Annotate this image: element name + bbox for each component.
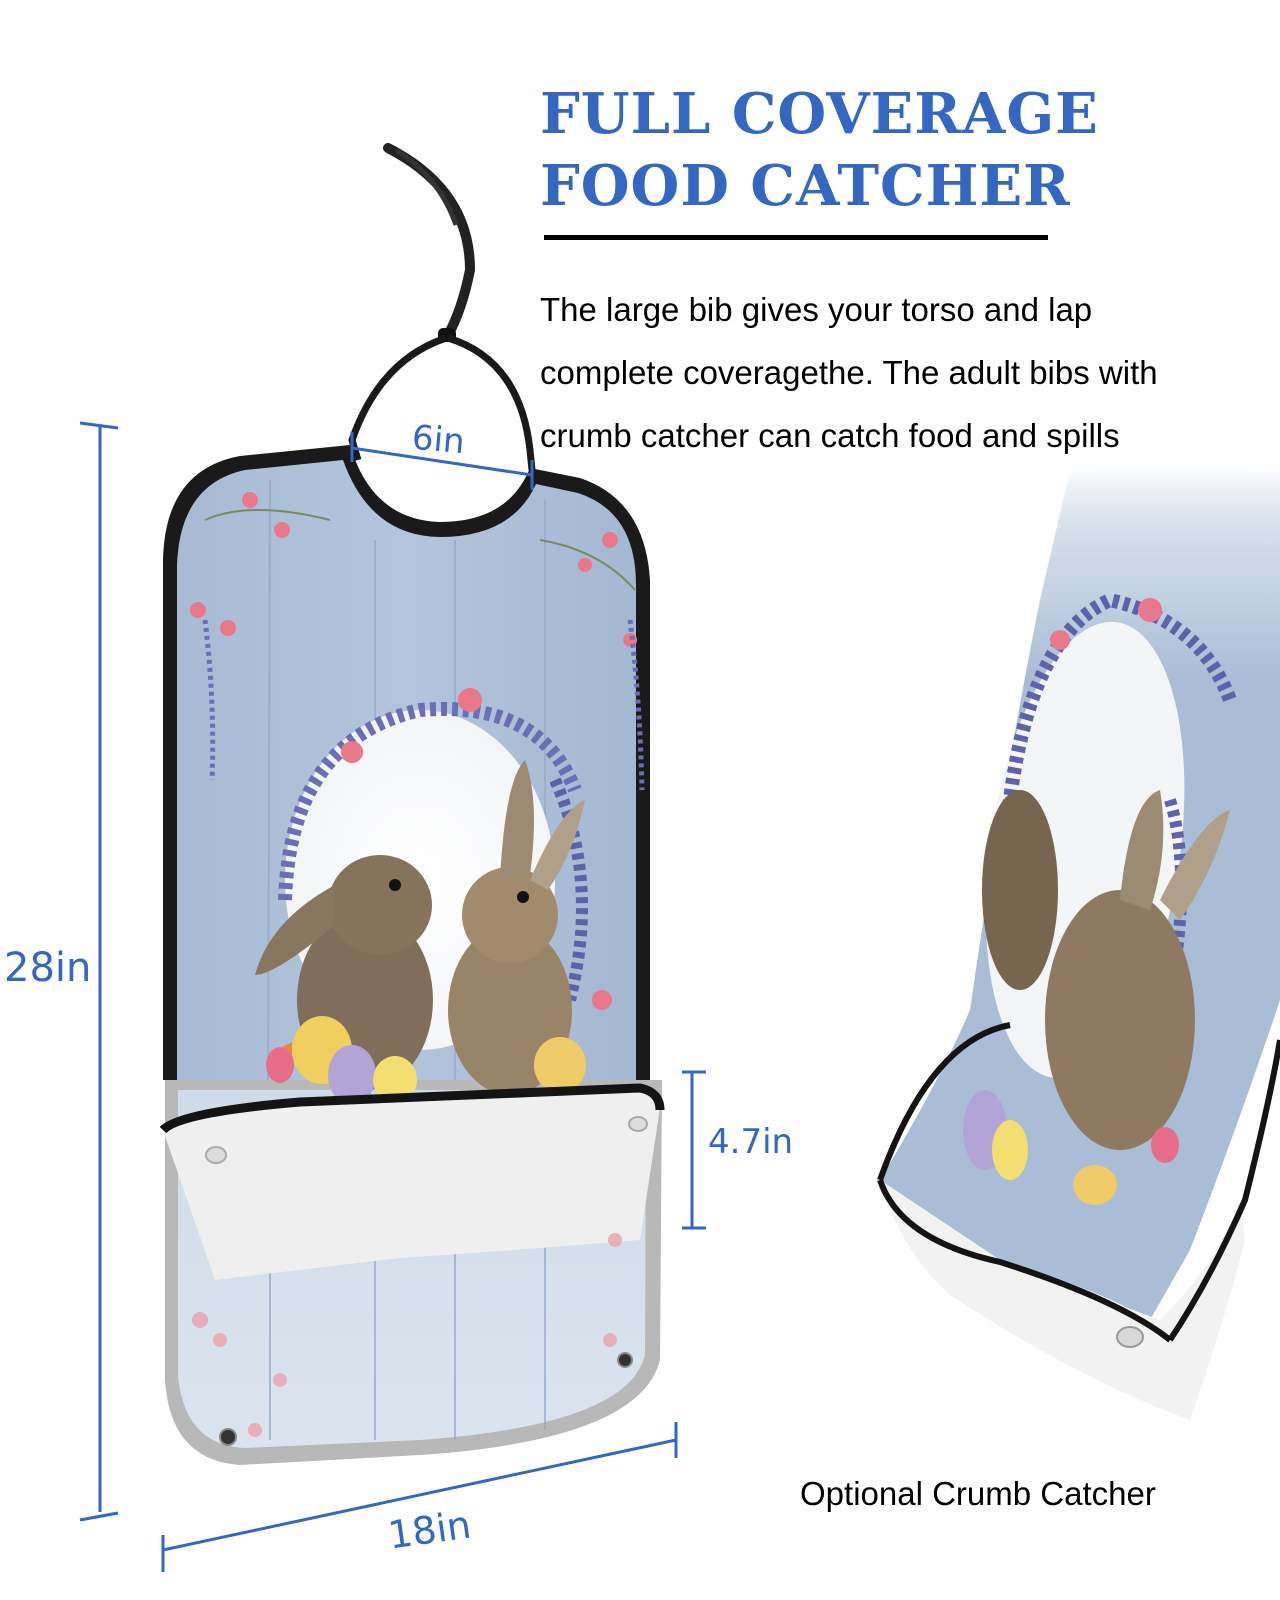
- crumb-pocket: [163, 1088, 660, 1280]
- easter-egg-icon: [373, 1056, 417, 1104]
- easter-egg-icon: [328, 1045, 376, 1105]
- width-dimension-line: [162, 1438, 677, 1552]
- flower-icon: [1138, 598, 1162, 622]
- lavender-wreath: [278, 702, 582, 901]
- crumb-catcher-pouch: [880, 1180, 1245, 1420]
- lower-florals: [192, 1233, 622, 1437]
- corner-florals: [190, 492, 637, 647]
- chick-icon: [1073, 1165, 1117, 1205]
- pocket-dimension-label: 4.7in: [708, 1122, 794, 1162]
- bib-front-view: [159, 445, 665, 1465]
- description-line-1: The large bib gives your torso and lap: [540, 291, 1093, 328]
- title-divider: [544, 235, 1048, 240]
- snap-button-icon: [219, 1428, 237, 1446]
- bunny-right-side: [1045, 890, 1195, 1150]
- tulip-icon: [266, 1047, 294, 1083]
- neck-strap: [348, 143, 536, 471]
- length-dimension-label: 28in: [4, 945, 92, 991]
- tulip-icon: [1151, 1127, 1179, 1163]
- title-line-2: FOOD CATCHER: [540, 153, 1071, 219]
- snap-button-icon: [1116, 1326, 1144, 1348]
- bib-side-view: [877, 465, 1280, 1420]
- flower-icon: [592, 990, 612, 1010]
- page-title: FULL COVERAGE FOOD CATCHER: [540, 78, 1099, 222]
- description-line-3: crumb catcher can catch food and spills: [540, 417, 1120, 454]
- product-description: The large bib gives your torso and lap c…: [540, 278, 1280, 467]
- chick-icon: [534, 1037, 586, 1093]
- dimension-lines: [79, 421, 706, 1572]
- flower-icon: [458, 688, 482, 712]
- flower-icon: [341, 741, 363, 763]
- flower-icon: [1050, 630, 1070, 650]
- neck-dimension-label: 6in: [410, 417, 467, 463]
- pouch-black-trim: [877, 1179, 1172, 1343]
- title-line-1: FULL COVERAGE: [540, 81, 1099, 147]
- snap-button-icon: [628, 1116, 648, 1132]
- pocket-black-trim: [159, 1083, 665, 1134]
- snap-button-icon: [205, 1146, 227, 1164]
- crumb-catcher-caption: Optional Crumb Catcher: [800, 1475, 1156, 1512]
- easter-egg-icon: [992, 1120, 1028, 1180]
- snap-button-icon: [617, 1352, 633, 1368]
- description-line-2: complete coveragethe. The adult bibs wit…: [540, 354, 1158, 391]
- bunny-left-side: [982, 790, 1058, 990]
- neck-dimension-line: [351, 446, 533, 477]
